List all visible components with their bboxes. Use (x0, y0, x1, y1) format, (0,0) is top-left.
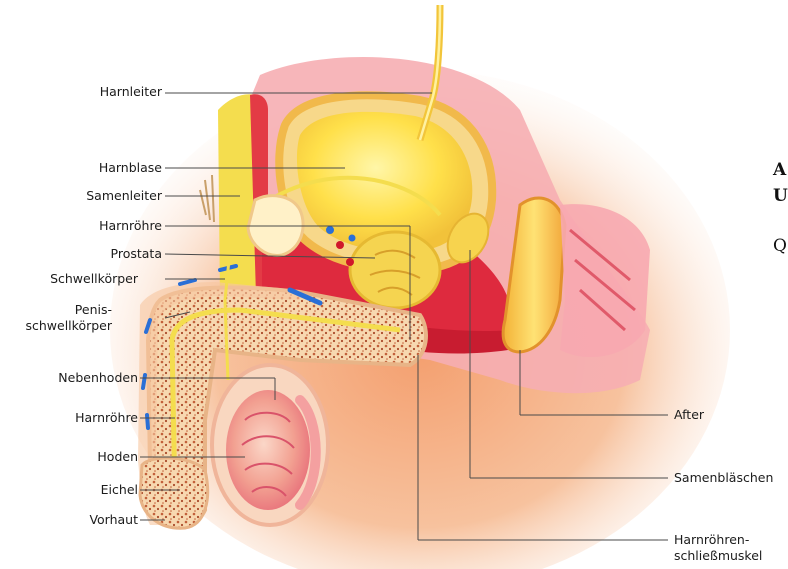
side-text-line2: U (773, 186, 788, 206)
label-samenblaeschen: Samenbläschen (674, 470, 773, 485)
side-text-line3: Q (773, 236, 787, 256)
label-harnroehre-top: Harnröhre (99, 218, 162, 233)
label-schliessmuskel-line2: schließmuskel (674, 548, 762, 564)
label-harnleiter: Harnleiter (100, 84, 162, 99)
label-schliessmuskel-line1: Harnröhren- (674, 532, 749, 548)
label-samenleiter: Samenleiter (86, 188, 162, 203)
label-hoden: Hoden (97, 449, 138, 464)
label-penis-line1: Penis- (75, 302, 112, 318)
label-vorhaut: Vorhaut (89, 512, 138, 527)
label-after: After (674, 407, 704, 422)
label-harnroehre-bottom: Harnröhre (75, 410, 138, 425)
label-harnblase: Harnblase (99, 160, 162, 175)
side-text-line1: A (773, 160, 786, 180)
label-prostata: Prostata (111, 246, 162, 261)
label-schwellkoerper: Schwellkörper (50, 271, 138, 286)
label-eichel: Eichel (101, 482, 138, 497)
label-nebenhoden: Nebenhoden (58, 370, 138, 385)
label-penis-line2: schwellkörper (25, 318, 112, 334)
